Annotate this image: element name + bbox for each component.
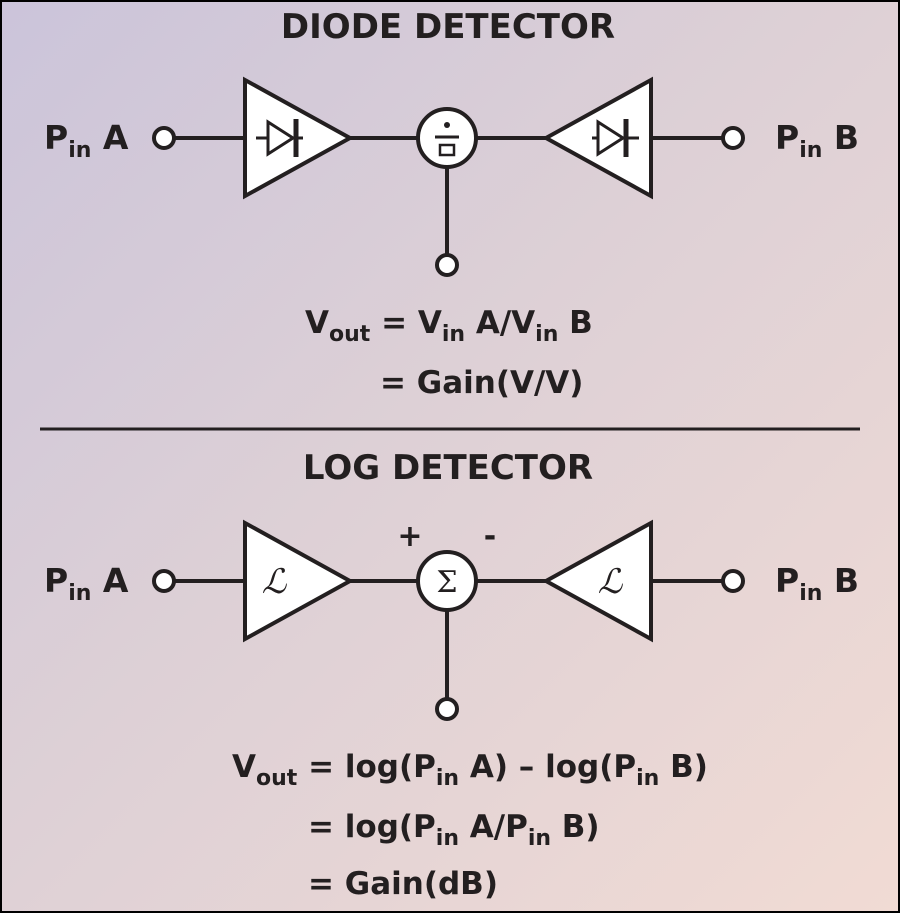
log-output-terminal: [435, 697, 459, 721]
log-amplifier-b: ℒ: [541, 519, 653, 643]
log-port-a-label: Pin A: [44, 561, 129, 606]
minus-sign: -: [484, 519, 496, 554]
diode-icon: [592, 119, 639, 157]
diode-port-a-label: Pin A: [44, 118, 129, 163]
log-title: LOG DETECTOR: [303, 448, 593, 488]
log-port-a-terminal: [152, 569, 176, 593]
plus-sign: +: [397, 519, 422, 554]
diode-title: DIODE DETECTOR: [281, 7, 615, 47]
diode-icon: [256, 119, 303, 157]
log-equation-1: Vout = log(Pin A) – log(Pin B): [232, 749, 708, 791]
sigma-icon: Σ: [436, 565, 457, 600]
diode-equation-2: = Gain(V/V): [380, 365, 583, 401]
log-amplifier-a: ℒ: [243, 519, 355, 643]
summer-block: Σ: [416, 550, 478, 612]
diode-amplifier-a: [243, 76, 355, 200]
diode-equation-1: Vout = Vin A/Vin B: [305, 305, 593, 347]
divider-block: [416, 107, 478, 169]
diode-amplifier-b: [541, 76, 653, 200]
log-port-b-label: Pin B: [775, 561, 859, 606]
log-equation-3: = Gain(dB): [308, 866, 498, 902]
diode-output-terminal: [435, 253, 459, 277]
diode-port-b-terminal: [721, 126, 745, 150]
log-symbol-icon: ℒ: [598, 562, 624, 602]
log-port-b-terminal: [721, 569, 745, 593]
divide-icon: [435, 122, 459, 157]
diode-port-a-terminal: [152, 126, 176, 150]
log-symbol-icon: ℒ: [262, 562, 288, 602]
log-equation-2: = log(Pin A/Pin B): [308, 809, 600, 851]
diode-port-b-label: Pin B: [775, 118, 859, 163]
